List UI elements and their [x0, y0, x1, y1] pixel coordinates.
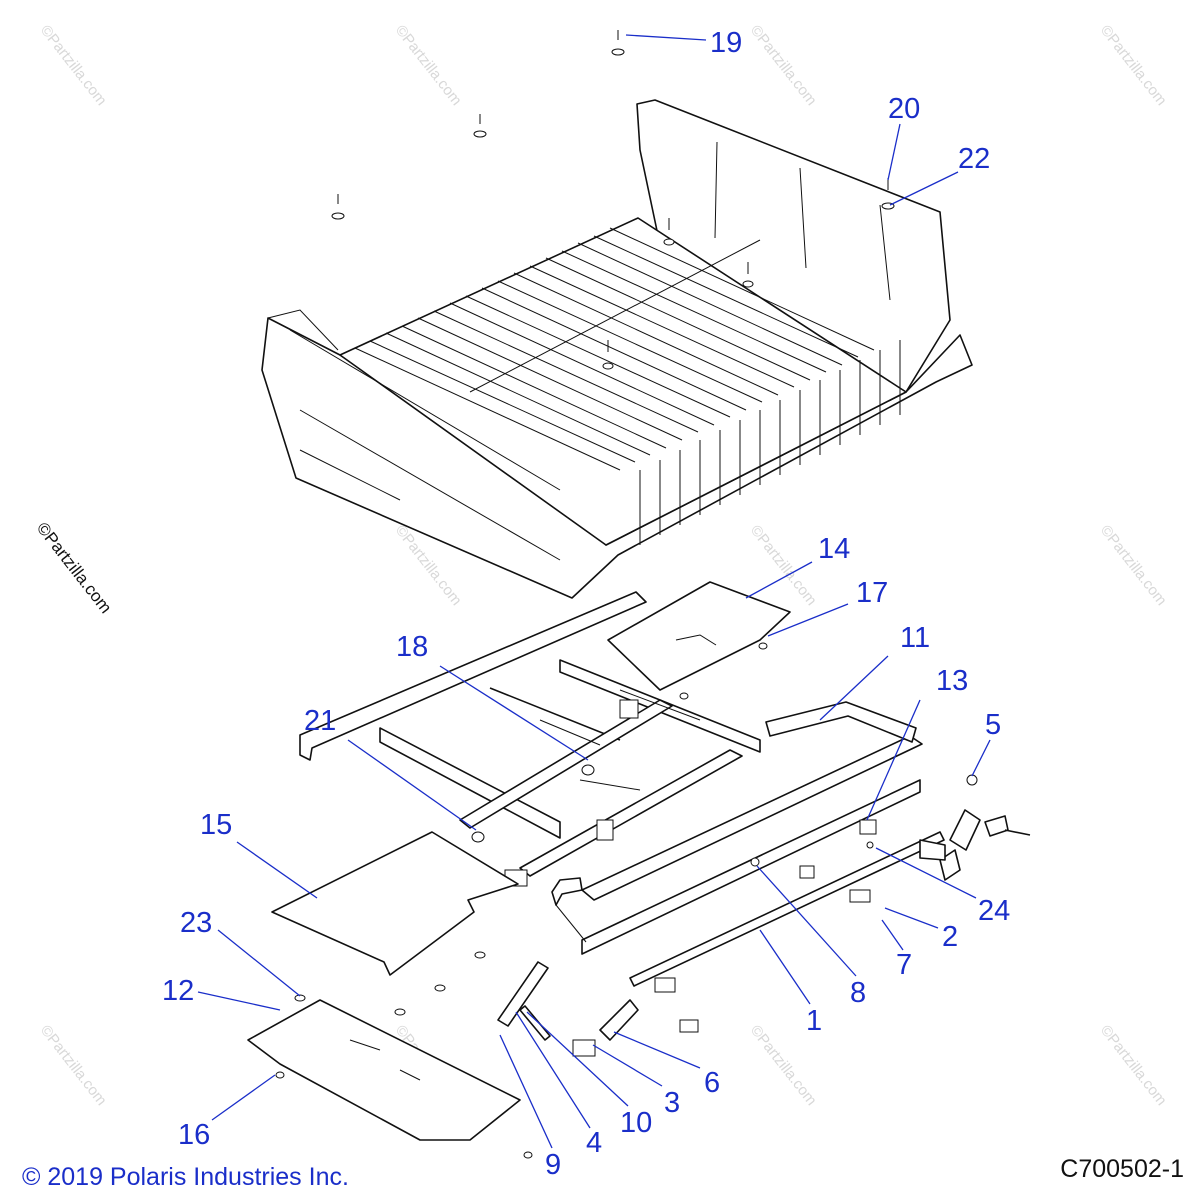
watermark: ©Partzilla.com	[1097, 522, 1170, 609]
callout-23: 23	[180, 907, 212, 939]
callout-5: 5	[985, 709, 1001, 741]
callout-3: 3	[664, 1087, 680, 1119]
bed-frame	[299, 591, 923, 955]
callout-13: 13	[936, 665, 968, 697]
panel-14	[607, 581, 791, 691]
box-fasteners	[331, 30, 895, 370]
callout-17: 17	[856, 577, 888, 609]
callout-10: 10	[620, 1107, 652, 1139]
callout-9: 9	[545, 1149, 561, 1181]
watermark: ©Partzilla.com	[747, 522, 820, 609]
callout-1: 1	[806, 1005, 822, 1037]
callout-21: 21	[304, 705, 336, 737]
side-ribs	[639, 340, 901, 545]
watermark: ©Partzilla.com	[37, 22, 110, 109]
lift-assembly	[497, 809, 1031, 1057]
watermark: ©Partzilla.com	[392, 22, 465, 109]
watermark: ©Partzilla.com	[37, 1022, 110, 1109]
callout-12: 12	[162, 975, 194, 1007]
callout-18: 18	[396, 631, 428, 663]
watermark: ©Partzilla.com	[747, 22, 820, 109]
copyright-notice: © 2019 Polaris Industries Inc.	[22, 1163, 349, 1191]
floor-ribs	[354, 227, 875, 471]
watermark: ©Partzilla.com	[1097, 22, 1170, 109]
callout-20: 20	[888, 93, 920, 125]
watermark: ©Partzilla.com	[1097, 1022, 1170, 1109]
panel-12	[247, 999, 521, 1141]
callout-4: 4	[586, 1127, 602, 1159]
callout-7: 7	[896, 949, 912, 981]
figure-id: C700502-1	[1060, 1155, 1184, 1183]
callout-6: 6	[704, 1067, 720, 1099]
callout-2: 2	[942, 921, 958, 953]
cargo-box	[261, 99, 973, 599]
callout-14: 14	[818, 533, 850, 565]
callout-15: 15	[200, 809, 232, 841]
leader-lines	[197, 34, 991, 1149]
panel-15	[271, 831, 519, 976]
frame-fasteners	[275, 642, 978, 1159]
callout-11: 11	[900, 622, 930, 654]
callout-16: 16	[178, 1119, 210, 1151]
callout-19: 19	[710, 27, 742, 59]
side-watermark: ©Partzilla.com	[33, 519, 116, 617]
callout-22: 22	[958, 143, 990, 175]
callout-labels: 19 20 22 14 17 11 13 5 18 21 15 23 12 16…	[162, 27, 1010, 1181]
callout-8: 8	[850, 977, 866, 1009]
callout-24: 24	[978, 895, 1010, 927]
